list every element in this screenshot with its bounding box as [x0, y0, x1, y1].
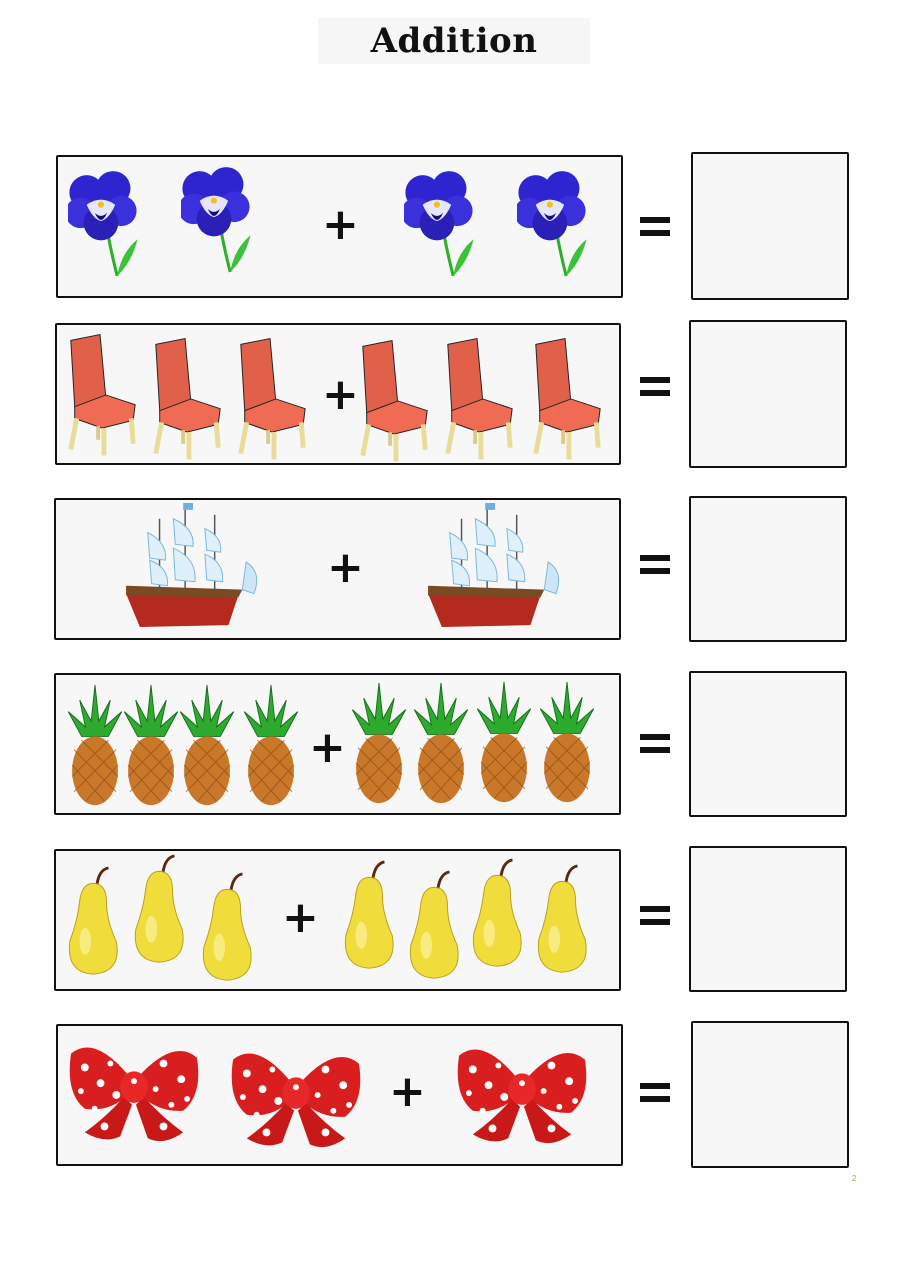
pineapple-icon [122, 683, 180, 807]
pineapple-icon [178, 683, 236, 807]
chair-icon [148, 334, 226, 462]
pear-icon [340, 858, 398, 974]
equals-sign [640, 555, 670, 581]
answer-box-5[interactable] [689, 846, 847, 992]
pear-icon [130, 852, 188, 968]
page-title: Addition [370, 21, 538, 61]
pear-icon [405, 868, 463, 984]
chair-icon [528, 334, 606, 462]
chair-icon [63, 330, 141, 458]
plus-sign: + [282, 892, 319, 943]
pear-icon [533, 862, 591, 978]
bow-icon [64, 1034, 204, 1152]
answer-box-6[interactable] [691, 1021, 849, 1168]
flower-icon [68, 166, 140, 278]
sailing-ship-icon [118, 503, 270, 631]
sailing-ship-icon [420, 503, 572, 631]
chair-icon [440, 334, 518, 462]
answer-box-2[interactable] [689, 320, 847, 468]
equals-sign [640, 217, 670, 243]
equals-sign [640, 906, 670, 932]
answer-box-3[interactable] [689, 496, 847, 642]
pineapple-icon [538, 680, 596, 804]
plus-sign: + [327, 542, 364, 593]
flower-icon [181, 162, 253, 274]
page-mark: 2 [852, 1174, 857, 1183]
chair-icon [355, 336, 433, 464]
flower-icon [404, 166, 476, 278]
pear-icon [468, 856, 526, 972]
pear-icon [64, 864, 122, 980]
bow-icon [226, 1040, 366, 1158]
chair-icon [233, 334, 311, 462]
plus-sign: + [389, 1066, 426, 1117]
pineapple-icon [242, 683, 300, 807]
pear-icon [198, 870, 256, 986]
pineapple-icon [350, 681, 408, 805]
equals-sign [640, 1083, 670, 1109]
plus-sign: + [322, 199, 359, 250]
plus-sign: + [322, 369, 359, 420]
equals-sign [640, 734, 670, 760]
flower-icon [517, 166, 589, 278]
equals-sign [640, 377, 670, 403]
bow-icon [452, 1036, 592, 1154]
pineapple-icon [475, 680, 533, 804]
answer-box-4[interactable] [689, 671, 847, 817]
problem-2-box [55, 323, 621, 465]
pineapple-icon [66, 683, 124, 807]
plus-sign: + [309, 722, 346, 773]
title-banner: Addition [318, 18, 590, 64]
answer-box-1[interactable] [691, 152, 849, 300]
pineapple-icon [412, 681, 470, 805]
